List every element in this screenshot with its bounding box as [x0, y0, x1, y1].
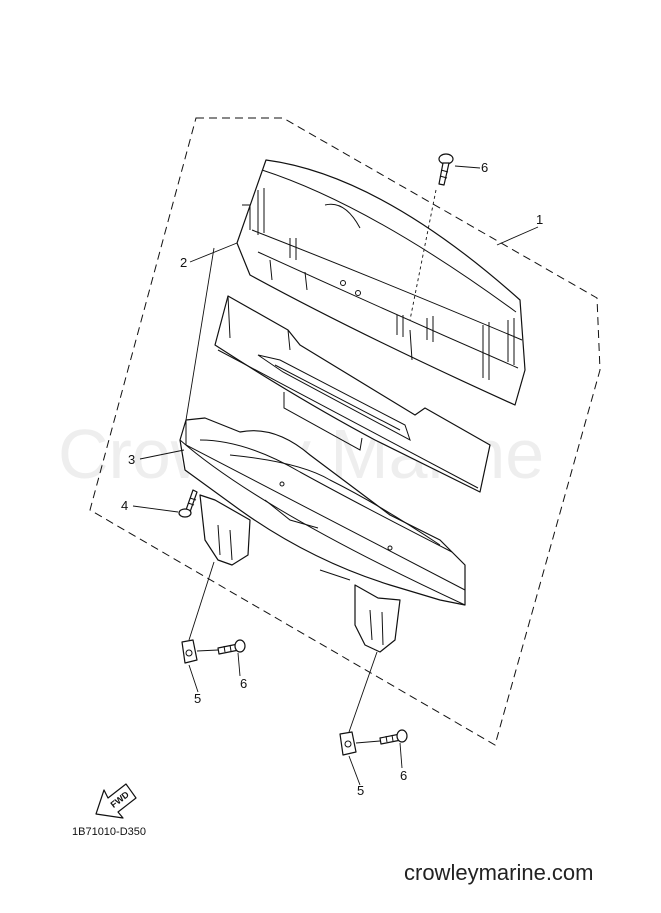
diagram-code: 1B71010-D350	[72, 826, 146, 838]
callout-5-right: 5	[357, 783, 364, 798]
screw-6-left[interactable]	[217, 639, 246, 655]
fwd-arrow-icon: FWD	[95, 783, 137, 819]
screw-4[interactable]	[178, 489, 198, 518]
callout-1: 1	[536, 212, 543, 227]
callout-4: 4	[121, 498, 128, 513]
screw-6-right[interactable]	[379, 729, 408, 745]
callout-6-left: 6	[240, 676, 247, 691]
clip-nut-5-right[interactable]	[339, 731, 357, 756]
website-label[interactable]: crowleymarine.com	[404, 860, 594, 885]
meter-lens[interactable]	[214, 295, 491, 493]
assembly-boundary	[89, 117, 601, 746]
callout-2: 2	[180, 255, 187, 270]
meter-cover[interactable]	[236, 159, 526, 406]
callout-3: 3	[128, 452, 135, 467]
leader-lines	[132, 165, 539, 786]
callout-6-right: 6	[400, 768, 407, 783]
callout-5-left: 5	[194, 691, 201, 706]
callout-6-top: 6	[481, 160, 488, 175]
meter-housing[interactable]	[179, 417, 466, 653]
clip-nut-5-left[interactable]	[181, 639, 198, 664]
screw-6-top[interactable]	[438, 153, 454, 186]
